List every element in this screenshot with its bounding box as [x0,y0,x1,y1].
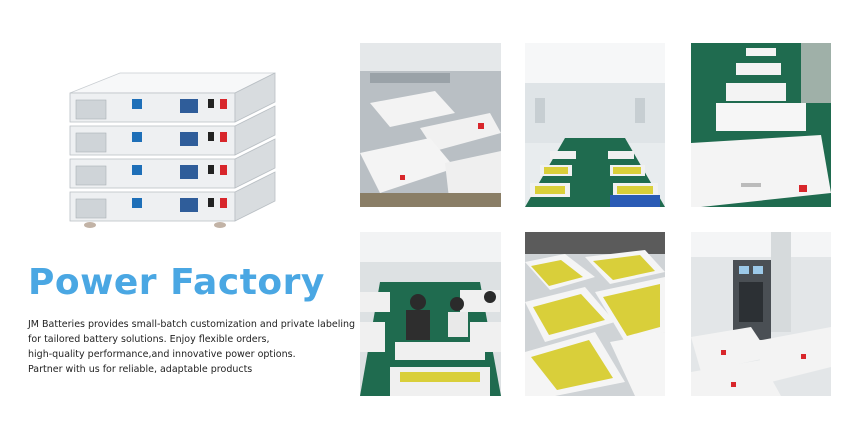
factory-workers-assembly-photo [360,232,501,396]
factory-battery-packs-photo [691,43,831,207]
factory-cell-trays-photo [525,232,665,396]
description-line: Partner with us for reliable, adaptable … [28,364,253,375]
description-line: for tailored battery solutions. Enjoy fl… [28,334,270,345]
factory-battery-stacks-photo [360,43,501,207]
page-title: Power Factory [28,262,325,303]
description: JM Batteries provides small-batch custom… [28,317,356,377]
stacked-battery-modules-image [60,65,280,245]
factory-assembly-line-photo [525,43,665,207]
description-line: high-quality performance,and innovative … [28,349,296,360]
factory-testing-station-photo [691,232,831,396]
description-line: JM Batteries provides small-batch custom… [28,319,356,330]
